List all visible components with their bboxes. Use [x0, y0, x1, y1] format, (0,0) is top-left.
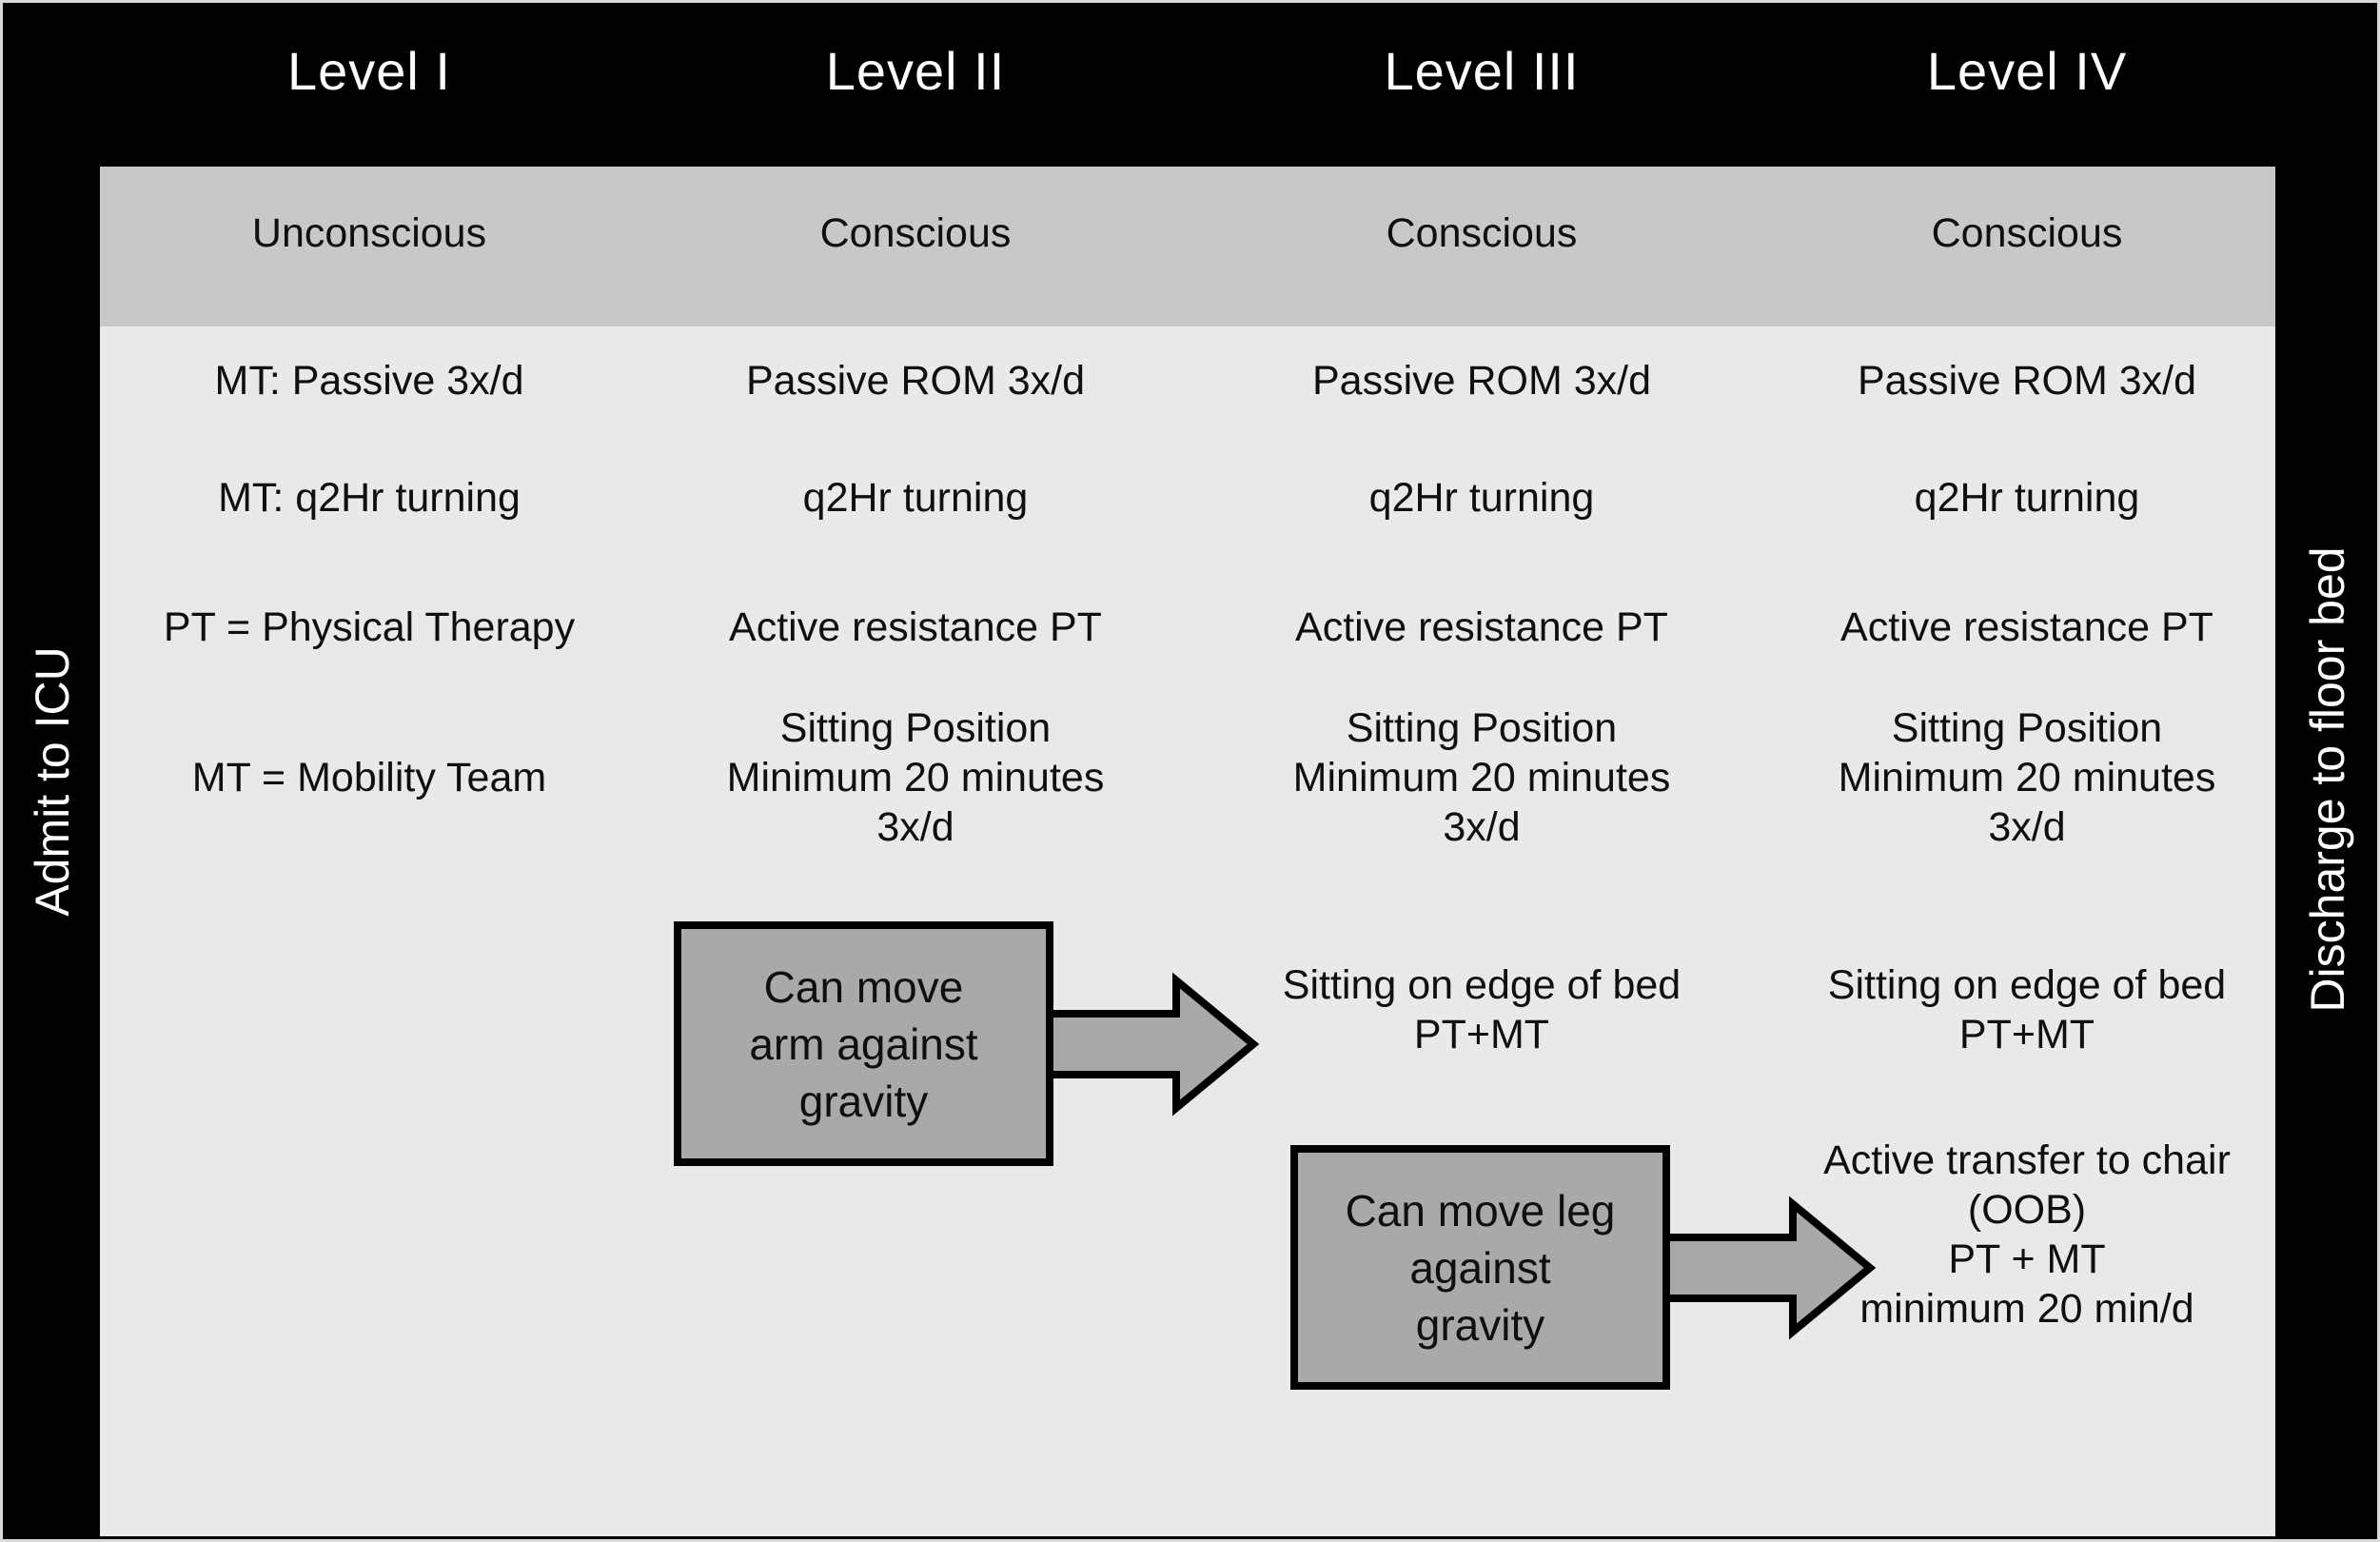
cell-l3-passive-rom: Passive ROM 3x/d — [1311, 358, 1652, 404]
header-level-3: Level III — [1384, 40, 1580, 101]
cell-l1-pt-legend: PT = Physical Therapy — [163, 604, 576, 650]
cell-l2-passive-rom: Passive ROM 3x/d — [745, 358, 1086, 404]
rail-admit-icu: Admit to ICU — [26, 646, 79, 917]
cell-l1-turning: MT: q2Hr turning — [218, 475, 521, 521]
state-level-2: Conscious — [819, 209, 1012, 256]
callout-move-arm: Can move arm against gravity — [674, 921, 1053, 1166]
rail-discharge-floor-bed: Discharge to floor bed — [2301, 546, 2354, 1013]
cell-l3-active-resistance: Active resistance PT — [1295, 604, 1668, 650]
arrow-right-icon-arm — [1046, 972, 1259, 1117]
protocol-panel: MT: Passive 3x/d MT: q2Hr turning PT = P… — [100, 326, 2275, 1536]
cell-l3-turning: q2Hr turning — [1368, 475, 1595, 521]
state-level-4: Conscious — [1931, 209, 2123, 256]
cell-l4-turning: q2Hr turning — [1914, 475, 2140, 521]
cell-l4-edge-of-bed: Sitting on edge of bed PT+MT — [1827, 962, 2227, 1058]
arrow-right-icon-leg — [1662, 1196, 1876, 1340]
state-level-1: Unconscious — [251, 209, 487, 256]
cell-l3-sitting-position: Sitting Position Minimum 20 minutes 3x/d — [1292, 705, 1671, 850]
consciousness-band: Unconscious Conscious Conscious Consciou… — [100, 167, 2275, 326]
state-level-3: Conscious — [1386, 209, 1578, 256]
callout-move-leg: Can move leg against gravity — [1290, 1145, 1670, 1390]
cell-l2-sitting-position: Sitting Position Minimum 20 minutes 3x/d — [726, 705, 1105, 850]
cell-l2-turning: q2Hr turning — [802, 475, 1029, 521]
cell-l4-active-resistance: Active resistance PT — [1840, 604, 2213, 650]
cell-l1-mt-legend: MT = Mobility Team — [191, 755, 547, 801]
header-level-1: Level I — [287, 40, 451, 101]
header-level-4: Level IV — [1926, 40, 2128, 101]
header-level-2: Level II — [825, 40, 1006, 101]
cell-l4-sitting-position: Sitting Position Minimum 20 minutes 3x/d — [1838, 705, 2216, 850]
level-header-row: Level I Level II Level III Level IV — [100, 3, 2275, 167]
cell-l3-edge-of-bed: Sitting on edge of bed PT+MT — [1282, 962, 1682, 1058]
cell-l4-passive-rom: Passive ROM 3x/d — [1857, 358, 2197, 404]
cell-l4-transfer-chair: Active transfer to chair (OOB) PT + MT m… — [1823, 1137, 2231, 1332]
cell-l2-active-resistance: Active resistance PT — [729, 604, 1102, 650]
cell-l1-passive: MT: Passive 3x/d — [214, 358, 524, 404]
